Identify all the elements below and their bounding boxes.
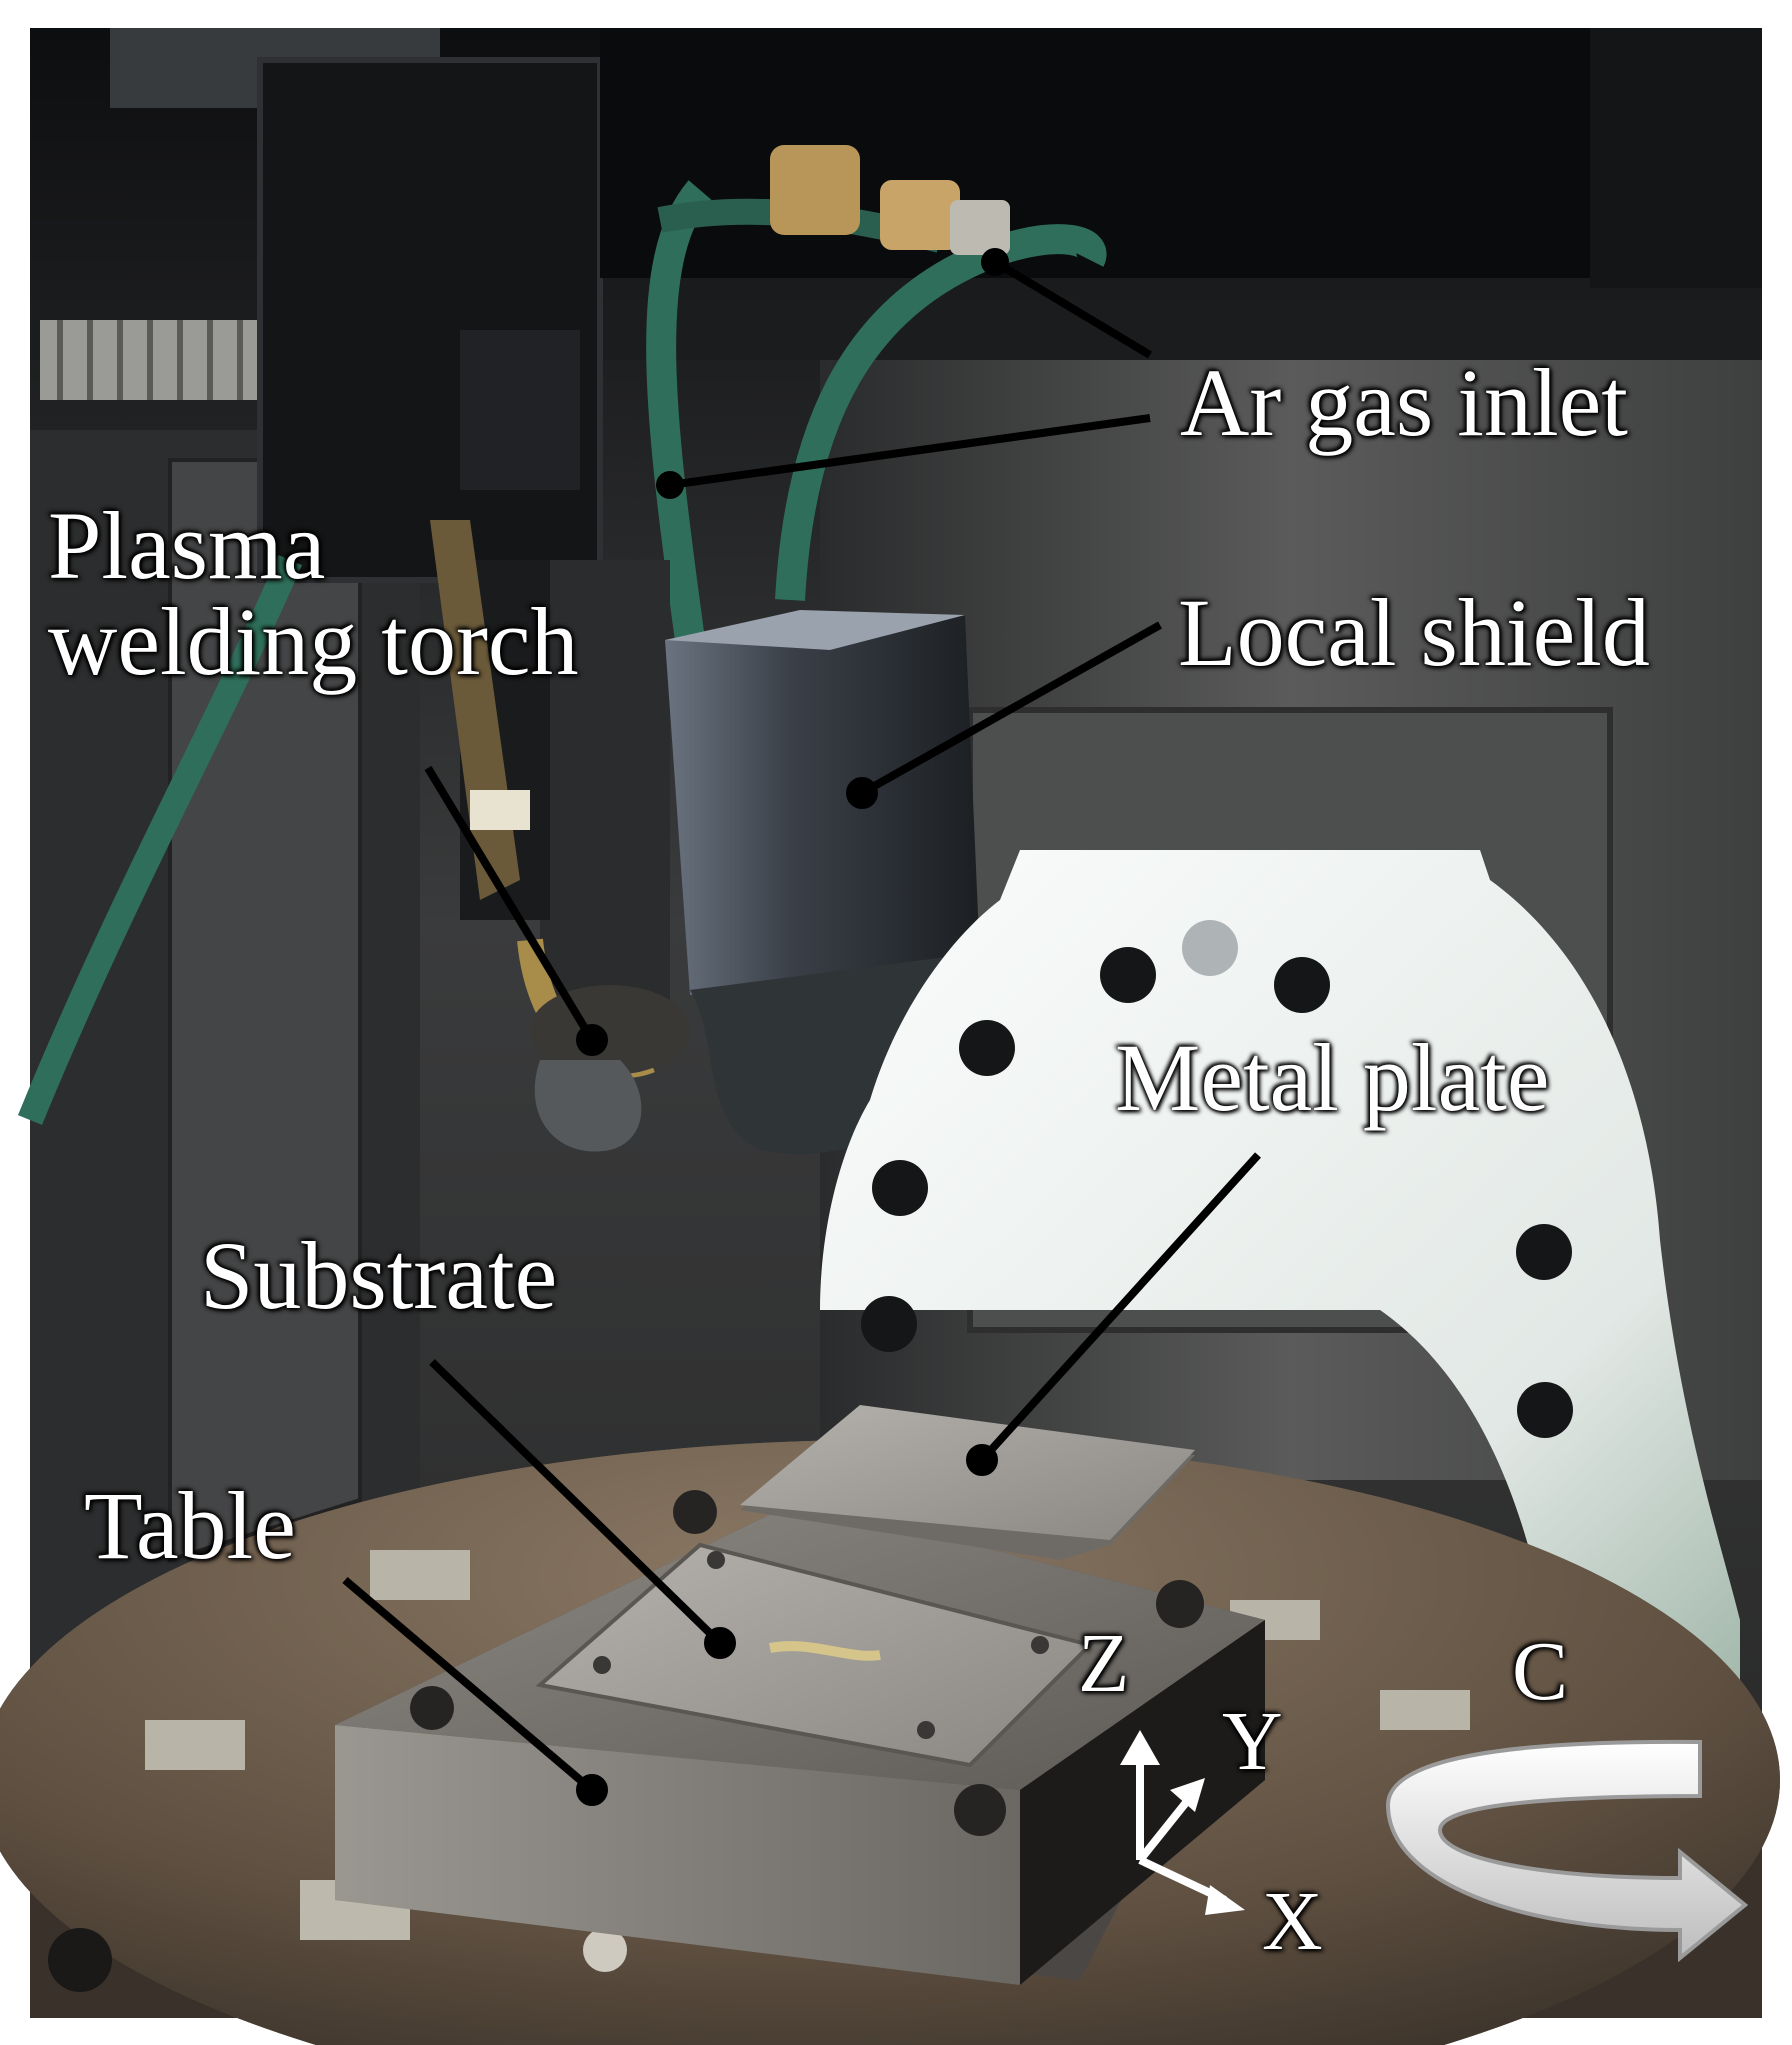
axis-label-y: Y bbox=[1222, 1695, 1283, 1788]
axis-label-z: Z bbox=[1078, 1617, 1130, 1710]
axis-label-c: C bbox=[1512, 1625, 1569, 1718]
label-local-shield: Local shield bbox=[1178, 579, 1650, 686]
label-plasma-welding-torch: Plasma welding torch bbox=[48, 492, 579, 695]
c-rotation-arrow bbox=[1385, 1739, 1749, 1963]
axis-arrows bbox=[1120, 1730, 1245, 1915]
label-substrate: Substrate bbox=[200, 1222, 558, 1329]
leader-lines bbox=[342, 248, 1261, 1806]
label-metal-plate: Metal plate bbox=[1115, 1024, 1550, 1131]
label-ar-gas-inlet: Ar gas inlet bbox=[1180, 349, 1628, 456]
label-table: Table bbox=[84, 1472, 296, 1579]
axis-label-x: X bbox=[1262, 1875, 1323, 1968]
